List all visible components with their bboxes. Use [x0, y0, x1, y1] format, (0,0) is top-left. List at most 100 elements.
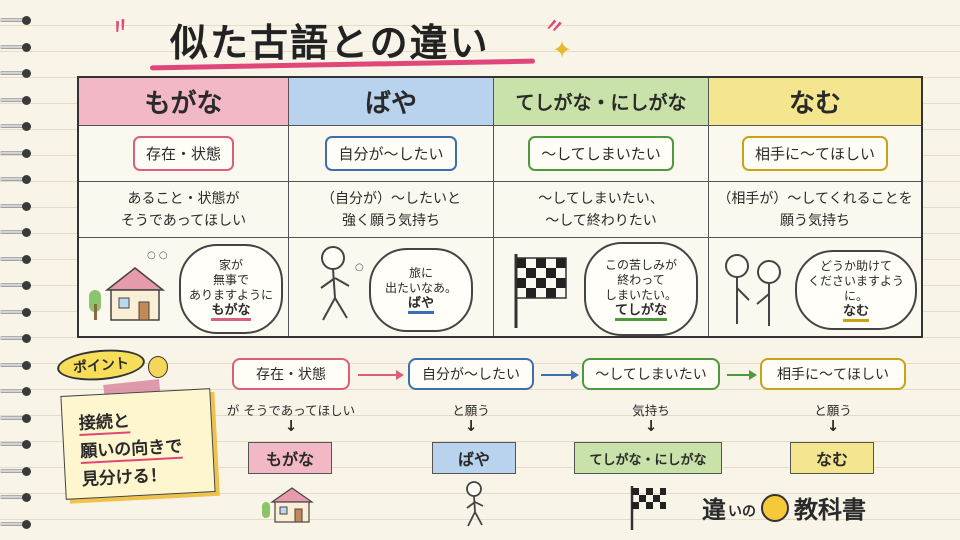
binder-ring-icon — [0, 332, 31, 344]
speech-bubble: 旅に 出たいなあ。 ばや — [369, 248, 473, 332]
walking-person-icon — [466, 481, 484, 527]
checkered-flag-icon — [630, 486, 666, 530]
binder-rings — [0, 0, 40, 540]
flow-box: ～してしまいたい — [582, 358, 720, 390]
bubble-line: この苦しみが — [604, 257, 677, 272]
column-header: ばや — [289, 78, 493, 126]
binder-ring-icon — [0, 14, 31, 26]
column-baya: ばや 自分が～したい （自分が）～したいと 強く願う気持ち ○ 旅に 出たいなあ… — [289, 78, 494, 336]
description-row: （自分が）～したいと 強く願う気持ち — [289, 182, 493, 238]
binder-ring-icon — [0, 412, 31, 424]
logo-text-part: 教科書 — [794, 496, 866, 524]
binder-ring-icon — [0, 385, 31, 397]
meaning-row: ～してしまいたい — [494, 126, 708, 182]
column-teshigana: てしがな・にしがな ～してしまいたい ～してしまいたい、 ～して終わりたい — [494, 78, 709, 336]
illustration-row: ○ 旅に 出たいなあ。 ばや — [289, 238, 493, 336]
arrow-right-icon — [358, 370, 404, 380]
binder-ring-icon — [0, 306, 31, 318]
description-row: （相手が）～してくれることを 願う気持ち — [709, 182, 921, 238]
binder-ring-icon — [0, 173, 31, 185]
note-line: 接続と — [78, 411, 131, 437]
bubble-line: くださいますように。 — [807, 273, 904, 303]
result-label: なむ — [790, 442, 874, 474]
column-header: もがな — [79, 78, 288, 126]
walking-person-icon — [320, 246, 350, 321]
speech-bubble: どうか助けて くださいますように。 なむ — [795, 250, 917, 330]
binder-ring-icon — [0, 41, 31, 53]
arrow-down-icon: ↓ — [284, 417, 298, 435]
page-title: 似た古語との違い — [170, 21, 490, 65]
star-icon: ✦ — [552, 36, 573, 64]
note-line: 見分ける！ — [81, 465, 168, 490]
flow-sub-text: が そうであってほしい — [226, 403, 356, 418]
flow-sub-text: 気持ち — [632, 403, 670, 418]
result-label: もがな — [248, 442, 332, 474]
flow-box: 存在・状態 — [232, 358, 350, 390]
description-line: そうであってほしい — [120, 212, 247, 229]
binder-ring-icon — [0, 465, 31, 477]
binder-ring-icon — [0, 120, 31, 132]
thought-dots: ○ — [355, 262, 364, 273]
description-row: あること・状態が そうであってほしい — [79, 182, 288, 238]
note-text: 接続と 願いの向きで 見分ける！ — [78, 405, 184, 494]
description-line: （自分が）～したいと — [321, 190, 461, 207]
sparkle-lines-decoration: 〃 — [107, 11, 135, 41]
bubble-line: 家が — [218, 257, 243, 272]
speech-bubble: この苦しみが 終わって しまいたい。 てしがな — [584, 242, 698, 336]
bubble-line: 無事で — [212, 272, 249, 287]
note-line: 願いの向きで — [79, 436, 183, 465]
binder-ring-icon — [0, 518, 31, 530]
thought-dots: ○ ○ — [147, 250, 168, 261]
binder-ring-icon — [0, 200, 31, 212]
binder-ring-icon — [0, 359, 31, 371]
bubble-keyword: ばや — [407, 296, 434, 314]
comparison-table: もがな 存在・状態 あること・状態が そうであってほしい ○ ○ — [77, 76, 923, 338]
arrow-down-icon: ↓ — [826, 417, 840, 435]
column-header: なむ — [709, 78, 921, 126]
binder-ring-icon — [0, 67, 31, 79]
bubble-line: 終わって — [617, 272, 665, 287]
bubble-line: 旅に — [408, 266, 433, 280]
arrow-right-icon — [727, 370, 757, 380]
description-line: 願う気持ち — [780, 212, 850, 229]
illustration-row: この苦しみが 終わって しまいたい。 てしがな — [494, 238, 708, 336]
binder-ring-icon — [0, 94, 31, 106]
meaning-tag: 存在・状態 — [132, 136, 234, 171]
binder-ring-icon — [0, 147, 31, 159]
bubble-line: ありますように — [188, 287, 273, 302]
logo-text-part: 違 — [702, 496, 726, 524]
arrow-right-icon — [541, 370, 579, 380]
logo-text-part: いの — [728, 503, 756, 520]
arrow-down-icon: ↓ — [644, 417, 658, 435]
column-header: てしがな・にしがな — [494, 78, 708, 126]
speech-bubble: 家が 無事で ありますように もがな — [179, 244, 283, 334]
flow-sub-text: と願う — [452, 403, 490, 418]
binder-ring-icon — [0, 226, 31, 238]
description-line: ～してしまいたい、 — [538, 190, 664, 207]
bubble-line: 出たいなあ。 — [384, 281, 457, 295]
meaning-row: 相手に～てほしい — [709, 126, 921, 182]
illustration-row: ○ ○ 家が 無事で ありますように もがな — [79, 238, 288, 336]
checkered-flag-icon — [514, 254, 567, 328]
binder-ring-icon — [0, 491, 31, 503]
bubble-keyword: てしがな — [614, 303, 667, 321]
illustration-row: どうか助けて くださいますように。 なむ — [709, 238, 921, 336]
house-icon — [262, 487, 314, 523]
description-row: ～してしまいたい、 ～して終わりたい — [494, 182, 708, 238]
point-label: ポイント — [55, 346, 147, 384]
bubble-keyword: なむ — [842, 304, 869, 322]
binder-ring-icon — [0, 438, 31, 450]
description-line: 強く願う気持ち — [342, 212, 440, 229]
flow-sub-text: と願う — [814, 403, 852, 418]
flow-box: 自分が～したい — [408, 358, 534, 390]
lightbulb-icon — [148, 356, 168, 378]
description-line: （相手が）～してくれることを — [717, 190, 913, 207]
sticky-note: 接続と 願いの向きで 見分ける！ — [60, 388, 216, 500]
description-line: あること・状態が — [127, 190, 240, 207]
binder-ring-icon — [0, 279, 31, 291]
column-namu: なむ 相手に～てほしい （相手が）～してくれることを 願う気持ち どうか助けて … — [709, 78, 921, 336]
column-mogana: もがな 存在・状態 あること・状態が そうであってほしい ○ ○ — [79, 78, 289, 336]
meaning-row: 存在・状態 — [79, 126, 288, 182]
brand-logo: 違 いの 教科書 — [702, 490, 866, 525]
